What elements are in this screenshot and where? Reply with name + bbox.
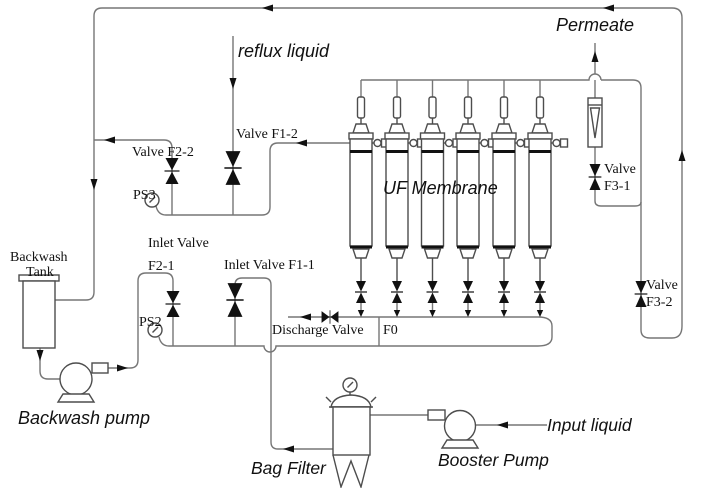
flow-arrow-f2-2-branch (104, 136, 115, 144)
bag-filter (325, 377, 377, 488)
flow-arrow-left-downcomer (90, 179, 98, 190)
membrane-module (347, 78, 390, 319)
inlet-valve-f2-1-label-line2: F2-1 (148, 259, 174, 274)
membrane-module (490, 78, 533, 319)
valve-f2-2-label: Valve F2-2 (132, 145, 194, 160)
filter-body (332, 406, 371, 456)
flow-arrow-permeate-out (591, 51, 599, 62)
diagram-labels: Permeate reflux liquid Valve F1-2 Valve … (10, 15, 678, 478)
backwash-pump-label: Backwash pump (18, 408, 150, 428)
filter-dome-lid (330, 394, 372, 408)
discharge-valve-id-label: F0 (383, 323, 398, 338)
flow-arrow-right-riser (678, 150, 686, 161)
input-liquid-label: Input liquid (547, 415, 633, 435)
flow-arrow-membrane-return (296, 139, 307, 147)
flow-arrow-bagfilter-outlet (283, 445, 294, 453)
pipe-f3-riser (601, 79, 642, 206)
pipe-tank-outlet (39, 348, 60, 380)
pump-base (56, 393, 96, 403)
pipe-outer-loop (55, 7, 683, 339)
flow-arrow-tank-outlet (36, 350, 44, 361)
permeate-label: Permeate (556, 15, 634, 35)
pipe-f1-1-loop (234, 277, 333, 450)
filter-bag-cone (332, 454, 370, 488)
uf-membrane-bank (347, 78, 569, 319)
rotameter-float-tube (589, 107, 601, 139)
uf-membrane-label: UF Membrane (383, 178, 498, 198)
inlet-valve-f2-1-label-line1: Inlet Valve (148, 236, 209, 251)
membrane-module (383, 78, 426, 319)
tank-body (22, 280, 56, 349)
pump-outlet-nozzle (91, 362, 109, 374)
flow-arrow-pump-discharge (117, 364, 128, 372)
pipe-reflux-manifold (155, 142, 350, 216)
backwash-tank (18, 274, 60, 349)
booster-pump-label: Booster Pump (438, 450, 549, 470)
valve-f1-2-symbol (223, 150, 243, 186)
pressure-gauge-icon (342, 377, 358, 393)
pipe-f2-2-branch (94, 139, 173, 215)
valve-f3-2-label-line1: Valve (646, 278, 678, 293)
backwash-pump (56, 362, 109, 403)
backwash-tank-label-line2: Tank (26, 265, 54, 280)
reflux-liquid-label: reflux liquid (238, 41, 330, 61)
valve-f3-2-label-line2: F3-2 (646, 295, 672, 310)
valve-f3-1-label-line1: Valve (604, 162, 636, 177)
ps2-label: PS2 (139, 315, 162, 330)
flow-arrow-reflux (229, 78, 237, 89)
valve-f1-2-label: Valve F1-2 (236, 127, 298, 142)
pump-casing (443, 409, 477, 443)
flow-arrow-input-liquid (497, 421, 508, 429)
flow-arrow-top-right (603, 4, 614, 12)
pump-base (440, 439, 480, 449)
pipe-f2-1-loop (108, 272, 174, 369)
backwash-tank-label-line1: Backwash (10, 250, 68, 265)
pump-outlet-nozzle (427, 409, 446, 421)
pipe-f3-1-branch (594, 147, 642, 207)
flow-arrow-top-left (262, 4, 273, 12)
piping (39, 7, 683, 450)
membrane-module (454, 78, 497, 319)
valve-f3-1-label-line2: F3-1 (604, 179, 630, 194)
pump-casing (59, 362, 93, 396)
membrane-module (419, 78, 462, 319)
valve-f3-1-symbol (588, 163, 602, 191)
pipe-feed-header-manifold (158, 316, 553, 353)
booster-pump (427, 409, 480, 449)
valve-f2-1-symbol (164, 290, 182, 318)
valve-f0-symbol (321, 309, 339, 325)
ps3-label: PS3 (133, 188, 156, 203)
pipe-permeate-header (361, 73, 602, 81)
discharge-valve-label: Discharge Valve (272, 323, 364, 338)
valve-f1-1-symbol (225, 282, 245, 318)
valve-f2-2-symbol (163, 157, 181, 185)
membrane-module (526, 78, 569, 319)
flow-arrow-discharge (300, 313, 311, 321)
flow-arrows (36, 4, 686, 453)
bag-filter-label: Bag Filter (251, 458, 327, 478)
flow-meter (587, 97, 603, 148)
inlet-valve-f1-1-label: Inlet Valve F1-1 (224, 258, 315, 273)
